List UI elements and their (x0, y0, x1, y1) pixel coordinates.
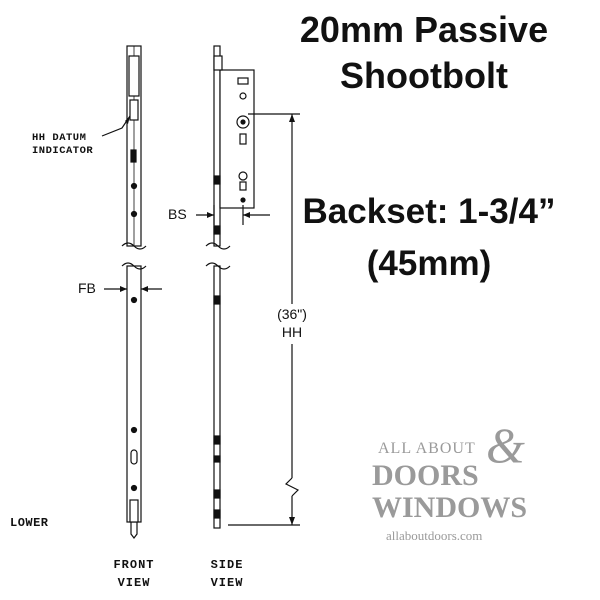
front-view-bar (126, 45, 142, 539)
title-line-1: 20mm Passive (299, 9, 549, 50)
front-view-line-2: VIEW (117, 576, 151, 590)
title-line-2: Shootbolt (340, 55, 508, 96)
lower-label: LOWER (10, 516, 49, 530)
bs-label: BS (168, 206, 187, 222)
front-view-line-1: FRONT (113, 558, 155, 572)
side-view-line-1: SIDE (210, 558, 244, 572)
hh-label: HH (281, 324, 303, 340)
backset-line-2: (45mm) (366, 244, 492, 283)
side-view-line-2: VIEW (210, 576, 244, 590)
fb-label: FB (78, 280, 96, 296)
watermark-url: allaboutdoors.com (386, 528, 483, 543)
hh-dimension (228, 113, 300, 526)
datum-label-line-1: HH DATUM (32, 132, 87, 144)
bs-dimension (196, 205, 270, 225)
hh-value-label: (36") (277, 306, 307, 322)
front-break-marks (121, 242, 147, 270)
backset-line-1: Backset: 1-3/4” (302, 192, 556, 231)
watermark-line-2: DOORS (372, 459, 479, 492)
watermark-line-3: WINDOWS (372, 491, 528, 524)
side-view-label: SIDE VIEW (202, 556, 252, 592)
front-view-label: FRONT VIEW (104, 556, 164, 592)
watermark-ampersand: & (486, 417, 525, 473)
datum-leader (101, 115, 131, 137)
datum-label-line-2: INDICATOR (32, 145, 94, 157)
watermark-line-1: ALL ABOUT (378, 440, 476, 457)
side-break-marks (205, 242, 231, 270)
side-view-bar (213, 45, 255, 529)
fb-dimension (104, 286, 162, 292)
